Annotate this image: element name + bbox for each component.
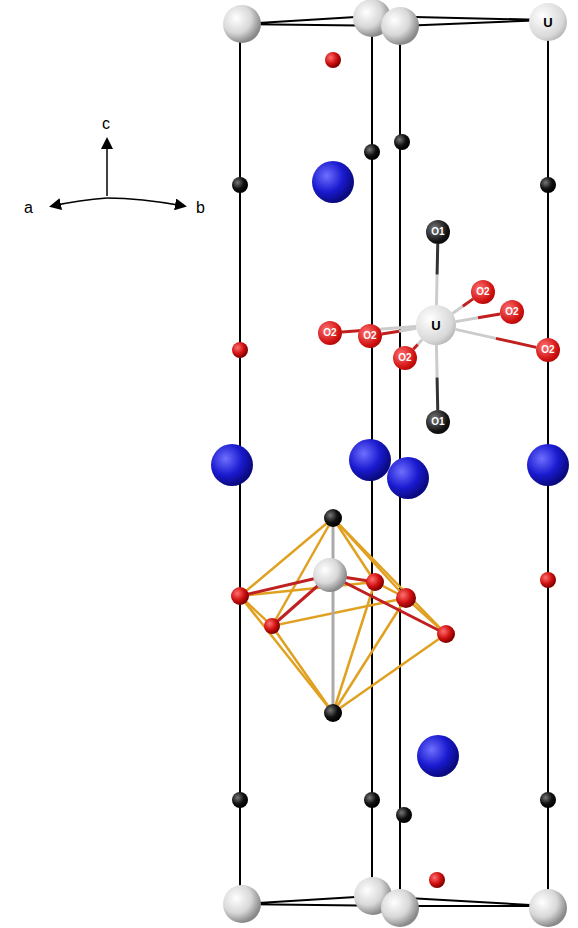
bond-line [413, 340, 422, 350]
oxygen-atom: O2 [536, 338, 560, 362]
bond-line [452, 299, 473, 314]
axis-label: b [196, 200, 205, 216]
bond-line [436, 244, 437, 305]
oxygen-atom: O1 [426, 410, 450, 434]
atom-label: U [431, 319, 440, 332]
atom-label: O1 [431, 227, 444, 237]
axis-label: c [102, 116, 110, 132]
bond-line [436, 345, 437, 410]
bond-line [456, 314, 500, 322]
atom-label: O1 [431, 417, 444, 427]
oxygen-atom: O2 [500, 300, 524, 324]
oxygen-atom: O1 [426, 220, 450, 244]
uranium-atom: U [416, 305, 456, 345]
atom-label: U [543, 16, 552, 29]
oxygen-atom: O2 [471, 280, 495, 304]
oxygen-atom: O2 [393, 346, 417, 370]
atom-label: O2 [505, 307, 518, 317]
bond-line [456, 329, 537, 347]
atom-label: O2 [323, 328, 336, 338]
uranium-atom: U [529, 3, 567, 41]
axis-label: a [24, 200, 33, 216]
atom-label: O2 [541, 345, 554, 355]
atom-label: O2 [398, 353, 411, 363]
oxygen-atom: O2 [318, 321, 342, 345]
oxygen-atom: O2 [358, 324, 382, 348]
atom-label: O2 [476, 287, 489, 297]
bond-line [382, 328, 416, 334]
atom-label: O2 [363, 331, 376, 341]
